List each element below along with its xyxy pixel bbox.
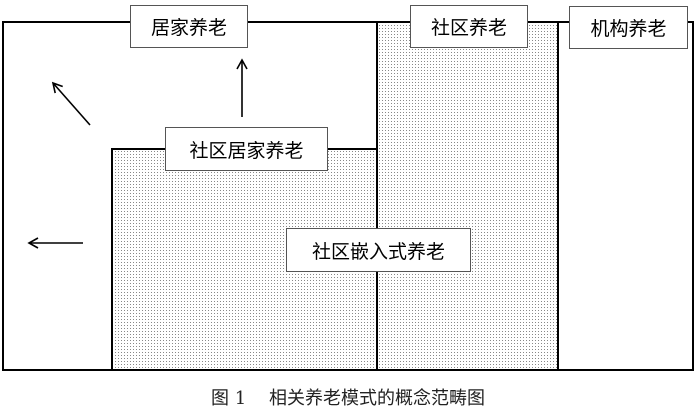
label-community-home-care: 社区居家养老 xyxy=(165,127,328,171)
community-care-region xyxy=(376,21,559,371)
arrow-diagonal-icon xyxy=(51,81,91,126)
label-community-care: 社区养老 xyxy=(410,5,528,48)
label-community-embedded-care: 社区嵌入式养老 xyxy=(286,228,471,272)
label-institutional-care: 机构养老 xyxy=(569,6,688,49)
figure-caption: 图 1 相关养老模式的概念范畴图 xyxy=(210,388,486,409)
label-home-care: 居家养老 xyxy=(130,5,248,48)
